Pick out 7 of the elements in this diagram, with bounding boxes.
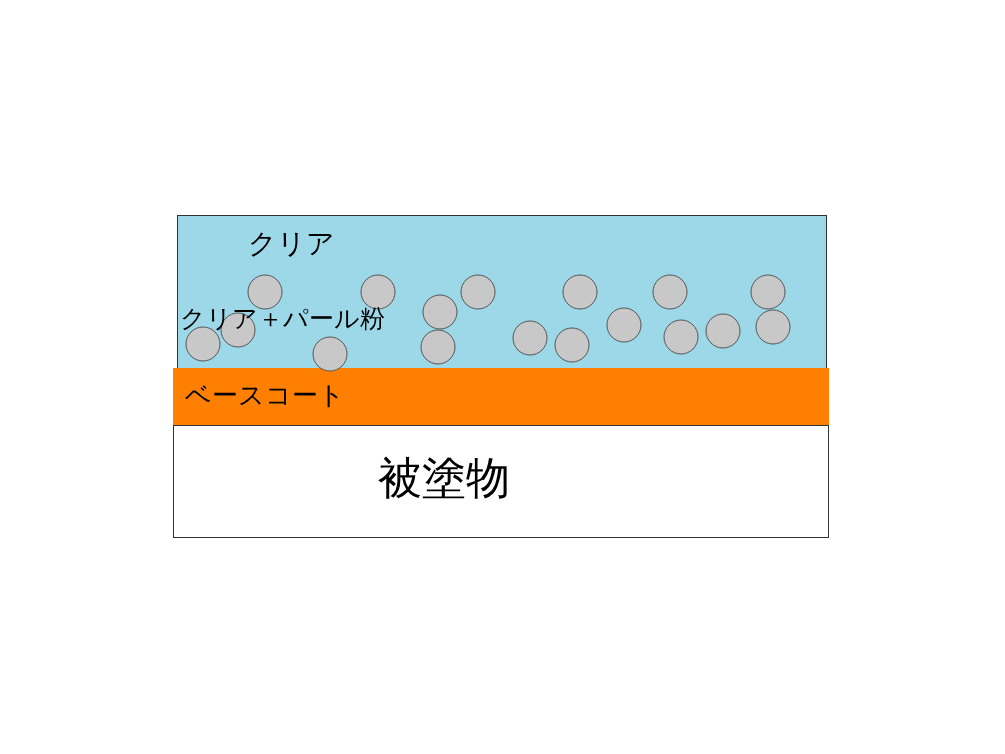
substrate-layer bbox=[173, 425, 829, 538]
layer-label: クリア bbox=[248, 230, 335, 258]
layer-label: クリア＋パール粉 bbox=[180, 306, 385, 331]
clear-coat-layer bbox=[177, 215, 827, 293]
layer-label: 被塗物 bbox=[378, 456, 510, 500]
base-coat-layer bbox=[173, 368, 829, 426]
layer-label: ベースコート bbox=[185, 382, 345, 408]
